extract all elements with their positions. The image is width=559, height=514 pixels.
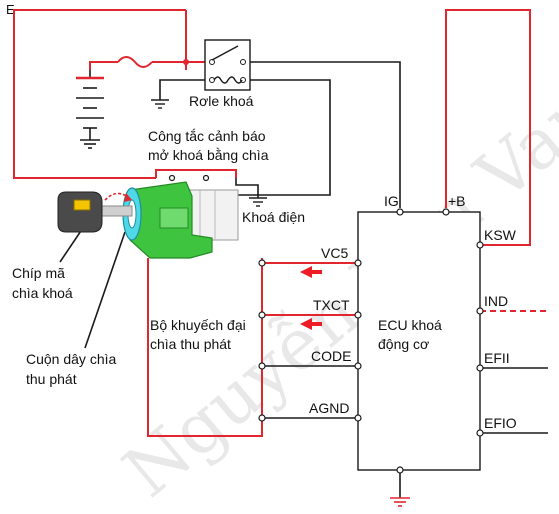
chip-label-2: chìa khoá bbox=[12, 285, 73, 301]
battery-icon bbox=[76, 70, 104, 149]
relay-switch-icon bbox=[204, 39, 251, 91]
amplifier-label-1: Bộ khuyếch đại bbox=[150, 317, 246, 333]
terminal-code: CODE bbox=[311, 348, 351, 364]
terminal-vc5: VC5 bbox=[321, 245, 348, 261]
ground-icon bbox=[151, 99, 169, 109]
red-wires bbox=[13, 9, 548, 437]
terminal-efii: EFII bbox=[484, 350, 510, 366]
amplifier-box bbox=[147, 258, 263, 437]
chip-label-1: Chíp mã bbox=[12, 265, 65, 281]
wire-left-loop bbox=[13, 9, 186, 179]
wire-relay-ig bbox=[250, 61, 401, 208]
ecu-label-2: động cơ bbox=[378, 336, 429, 352]
terminal-txct: TXCT bbox=[313, 297, 350, 313]
terminal-ind: IND bbox=[484, 293, 508, 309]
corner-mark: E bbox=[6, 2, 15, 17]
terminal-agnd: AGND bbox=[309, 400, 349, 416]
wire-plusb-ksw bbox=[445, 9, 531, 246]
wire-relay-ignition bbox=[236, 79, 331, 196]
ecu-box bbox=[357, 211, 481, 471]
coil-label-2: thu phát bbox=[26, 371, 77, 387]
terminal-efio: EFIO bbox=[484, 415, 517, 431]
wire-battery-fuse bbox=[89, 61, 118, 70]
wire-switch-ground bbox=[235, 178, 259, 198]
black-wires bbox=[59, 61, 548, 498]
junction-dot bbox=[183, 59, 189, 65]
terminal-ksw: KSW bbox=[484, 227, 517, 243]
terminal-ig: IG bbox=[384, 193, 399, 209]
watermark: Nguyễn Văn Vano bbox=[108, 43, 559, 513]
amplifier-terminals bbox=[258, 259, 266, 422]
coil-label-1: Cuộn dây chìa bbox=[26, 351, 116, 367]
ignition-switch-icon bbox=[99, 181, 239, 259]
warning-switch-label-1: Công tắc cảnh báo bbox=[148, 128, 266, 144]
key-icon bbox=[57, 191, 132, 233]
relay-label: Rơle khoá bbox=[189, 93, 254, 109]
warning-switch-label-2: mở khoá bằng chìa bbox=[148, 147, 269, 163]
wire-relay-ground bbox=[159, 79, 205, 100]
signal-arrow-icon bbox=[300, 266, 322, 330]
leader-coil bbox=[84, 231, 126, 349]
terminal-plusb: +B bbox=[448, 193, 466, 209]
ecu-label-1: ECU khoá bbox=[378, 317, 442, 333]
wire-warning-switch bbox=[155, 169, 237, 178]
fuse-icon bbox=[117, 56, 153, 68]
ground-icon bbox=[390, 497, 410, 507]
amplifier-label-2: chìa thu phát bbox=[150, 336, 231, 352]
ground-icon bbox=[249, 197, 267, 207]
ecu-terminals bbox=[354, 208, 484, 474]
ignition-switch-label: Khoá điện bbox=[242, 209, 305, 225]
warning-switch-icon bbox=[168, 174, 210, 182]
